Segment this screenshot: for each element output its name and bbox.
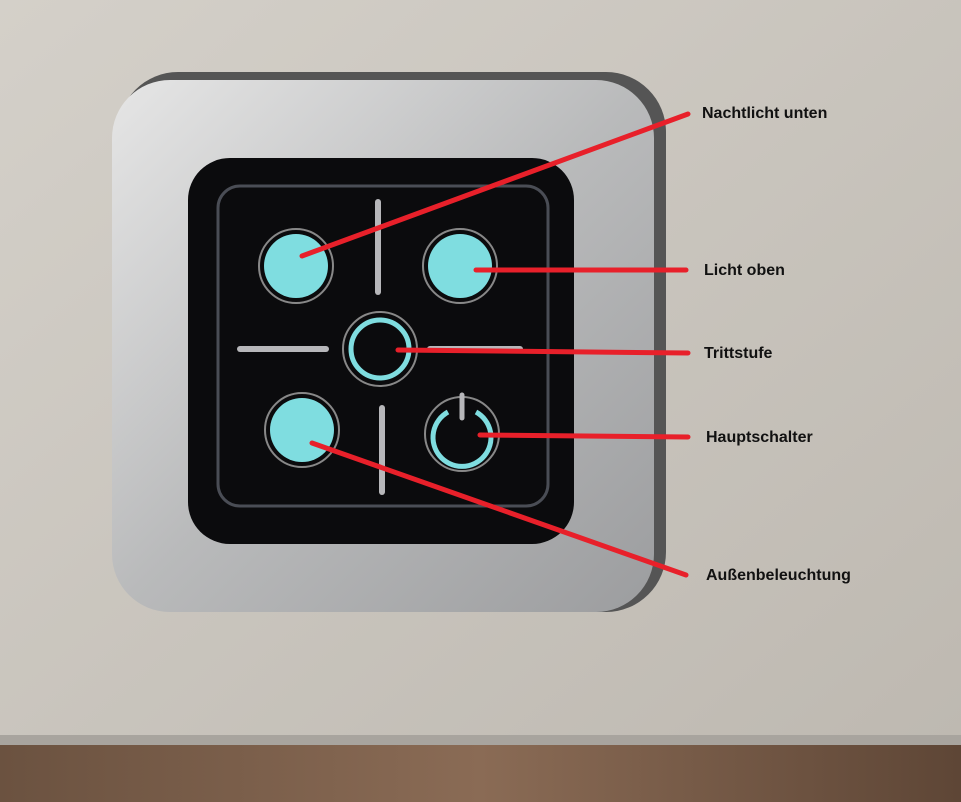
annotation-lines [299, 111, 691, 578]
label-licht-oben: Licht oben [704, 262, 785, 279]
label-aussenbeleuchtung: Außenbeleuchtung [706, 567, 851, 584]
label-hauptschalter: Hauptschalter [706, 429, 813, 446]
button-aussen [264, 392, 340, 468]
button-licht-oben [422, 228, 498, 304]
wood-shelf [0, 745, 961, 802]
button-nachtlicht [258, 228, 334, 304]
label-nachtlicht-unten: Nachtlicht unten [702, 105, 828, 122]
label-trittstufe: Trittstufe [704, 345, 773, 362]
